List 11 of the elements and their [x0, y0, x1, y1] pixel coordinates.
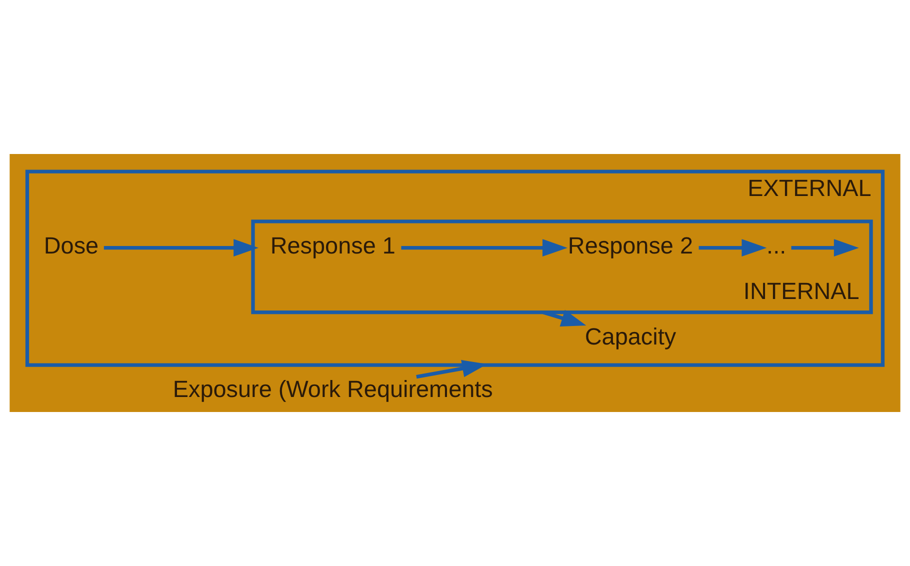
node-text: Capacity: [584, 323, 676, 350]
node-text: Response 2: [568, 232, 694, 258]
arrow: [401, 239, 568, 257]
arrow: [698, 239, 767, 257]
node-text: Dose: [44, 232, 99, 258]
arrow: [542, 310, 586, 327]
arrow: [104, 239, 259, 257]
node-text: ...: [766, 232, 786, 258]
arrow: [791, 239, 859, 257]
node-text: Response 1: [270, 232, 396, 258]
node-text: Exposure (Work Requirements: [172, 376, 493, 402]
